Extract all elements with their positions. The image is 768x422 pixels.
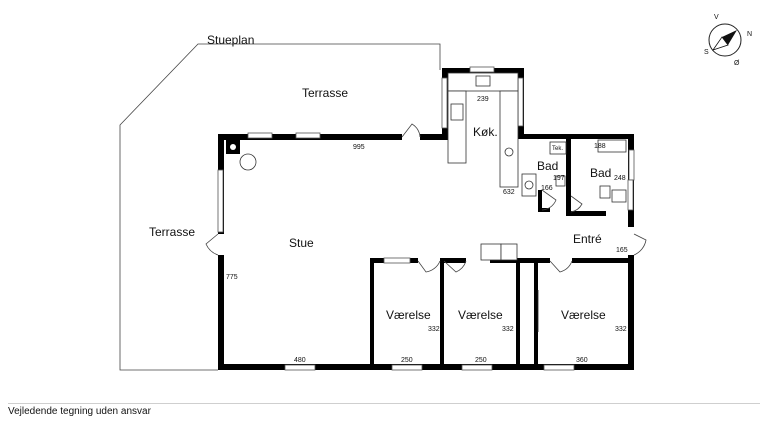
room-label-kokken: Køk. xyxy=(473,125,498,139)
kitchen-counter xyxy=(447,90,467,164)
room-label-bad-2: Bad xyxy=(590,166,611,180)
door-arc xyxy=(570,195,583,213)
tech-label: Tek. xyxy=(552,146,563,152)
window xyxy=(461,364,493,371)
wall xyxy=(538,190,542,210)
wall xyxy=(516,258,520,366)
plan-title: Stueplan xyxy=(207,33,254,47)
window xyxy=(391,364,423,371)
dimension-label: 239 xyxy=(477,96,489,103)
sink-icon xyxy=(475,75,491,87)
window xyxy=(517,77,524,127)
window xyxy=(628,149,635,181)
room-label-stue: Stue xyxy=(289,236,314,250)
washer-icon xyxy=(524,180,534,190)
window xyxy=(543,364,575,371)
dimension-label: 632 xyxy=(503,189,515,196)
sink-icon xyxy=(611,189,627,203)
toilet-icon xyxy=(599,185,611,199)
kitchen-counter xyxy=(499,90,519,188)
room-label-bad-1: Bad xyxy=(537,159,558,173)
window xyxy=(247,132,273,139)
wall xyxy=(218,364,634,370)
dimension-label: 360 xyxy=(576,357,588,364)
dimension-label: 250 xyxy=(401,357,413,364)
footer-divider xyxy=(8,403,760,404)
door-arc xyxy=(549,260,573,273)
room-label-vaerelse-3: Værelse xyxy=(561,308,606,322)
stove-icon xyxy=(230,144,236,150)
heat-pump-unit xyxy=(500,243,518,261)
compass-icon: N Ø S V xyxy=(704,14,752,67)
wall xyxy=(440,258,444,366)
window xyxy=(217,169,224,233)
room-label-vaerelse-2: Værelse xyxy=(458,308,503,322)
stove-top-icon xyxy=(450,103,464,121)
wall xyxy=(440,258,466,263)
compass-letter-o: Ø xyxy=(734,60,740,67)
window xyxy=(383,257,411,264)
compass-letter-v: V xyxy=(714,14,719,21)
wall xyxy=(370,258,374,366)
dimension-label: 995 xyxy=(353,144,365,151)
window xyxy=(284,364,316,371)
disclaimer-text: Vejledende tegning uden ansvar xyxy=(8,406,151,417)
window xyxy=(295,132,321,139)
dimension-label: 332 xyxy=(502,326,514,333)
wall xyxy=(566,136,571,216)
wall xyxy=(572,258,634,263)
window xyxy=(469,66,495,73)
room-label-entre: Entré xyxy=(573,232,602,246)
dimension-label: 775 xyxy=(226,274,238,281)
door-arc xyxy=(205,233,219,256)
wall xyxy=(628,255,634,370)
room-label-vaerelse-1: Værelse xyxy=(386,308,431,322)
door-arc xyxy=(401,123,421,138)
door-arc xyxy=(443,260,467,273)
dimension-label: 188 xyxy=(594,143,606,150)
dimension-label: 480 xyxy=(294,357,306,364)
wall xyxy=(534,258,538,366)
wall xyxy=(218,255,224,370)
dimension-label: 166 xyxy=(541,185,553,192)
toilet-icon xyxy=(555,175,566,187)
door-arc xyxy=(417,260,441,273)
compass-letter-s: S xyxy=(704,49,709,56)
dimension-label: 248 xyxy=(614,175,626,182)
terrace-outline xyxy=(119,43,441,371)
dimension-label: 332 xyxy=(428,326,440,333)
door-arc xyxy=(633,233,647,256)
wall xyxy=(420,134,444,140)
window xyxy=(627,179,634,211)
dimension-label: 197 xyxy=(553,175,565,182)
terrace-top-label: Terrasse xyxy=(302,86,348,100)
wall xyxy=(518,134,634,139)
compass-letter-n: N xyxy=(747,31,752,38)
stove-icon xyxy=(239,153,257,171)
tech-box xyxy=(549,141,567,155)
appliance-icon xyxy=(504,147,514,157)
shower-icon xyxy=(597,139,627,153)
wall xyxy=(566,211,606,216)
dimension-label: 250 xyxy=(475,357,487,364)
terrace-left-label: Terrasse xyxy=(149,225,195,239)
ventilation-unit xyxy=(480,243,502,261)
window xyxy=(441,77,448,129)
dimension-label: 165 xyxy=(616,247,628,254)
dimension-label: 332 xyxy=(615,326,627,333)
door-arc xyxy=(541,189,557,211)
